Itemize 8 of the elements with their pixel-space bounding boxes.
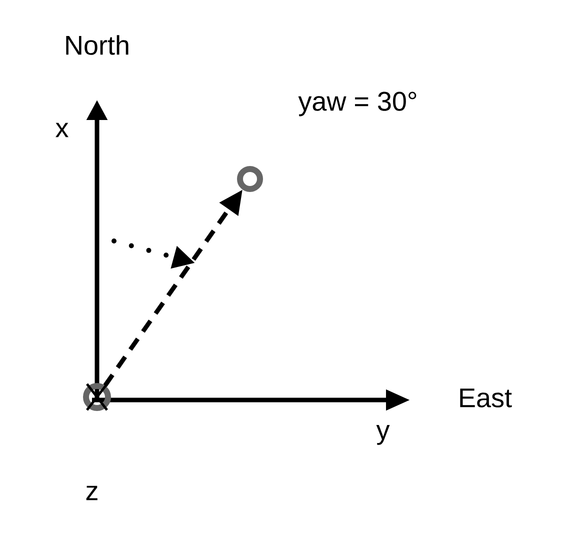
axis-label: East xyxy=(460,388,512,408)
axis-label: x xyxy=(56,122,68,138)
axis-label: z xyxy=(86,486,98,500)
axis-label: y xyxy=(376,425,390,445)
axis-label: yaw = 30° xyxy=(298,92,416,116)
axis-circle xyxy=(83,383,111,411)
axis-circle xyxy=(237,166,263,192)
axis-label: North xyxy=(66,35,128,55)
